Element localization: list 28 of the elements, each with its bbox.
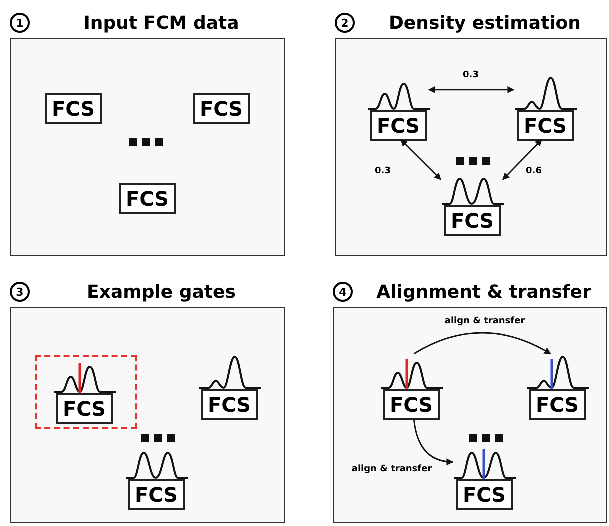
panel-title: Example gates (86, 280, 237, 304)
gate-highlight-box (35, 355, 137, 429)
edge-label: align & transfer (442, 316, 528, 328)
step-number: 2 (335, 13, 355, 33)
file-box: FCS (456, 479, 513, 510)
arrow (400, 140, 442, 180)
panel-title: Alignment & transfer (376, 280, 592, 304)
file-box: FCS (201, 389, 258, 420)
file-box: FCS (45, 93, 102, 124)
panel-title: Input FCM data (82, 12, 240, 36)
step-number: 4 (333, 282, 353, 302)
file-box: FCS (128, 479, 185, 510)
step-number: 1 (10, 13, 30, 33)
arrow (428, 86, 515, 94)
arrow (502, 140, 542, 180)
panel-title: Density estimation (388, 12, 582, 36)
arrow (414, 332, 552, 355)
file-box: FCS (383, 389, 440, 420)
file-box: FCS (517, 110, 574, 141)
step-number: 3 (10, 282, 30, 302)
file-box: FCS (529, 389, 586, 420)
arrow (413, 418, 454, 466)
file-box: FCS (193, 93, 250, 124)
edge-label: align & transfer (350, 464, 434, 476)
file-box: FCS (119, 183, 176, 214)
file-box: FCS (370, 110, 427, 141)
file-box: FCS (56, 393, 113, 424)
file-box: FCS (444, 205, 501, 236)
